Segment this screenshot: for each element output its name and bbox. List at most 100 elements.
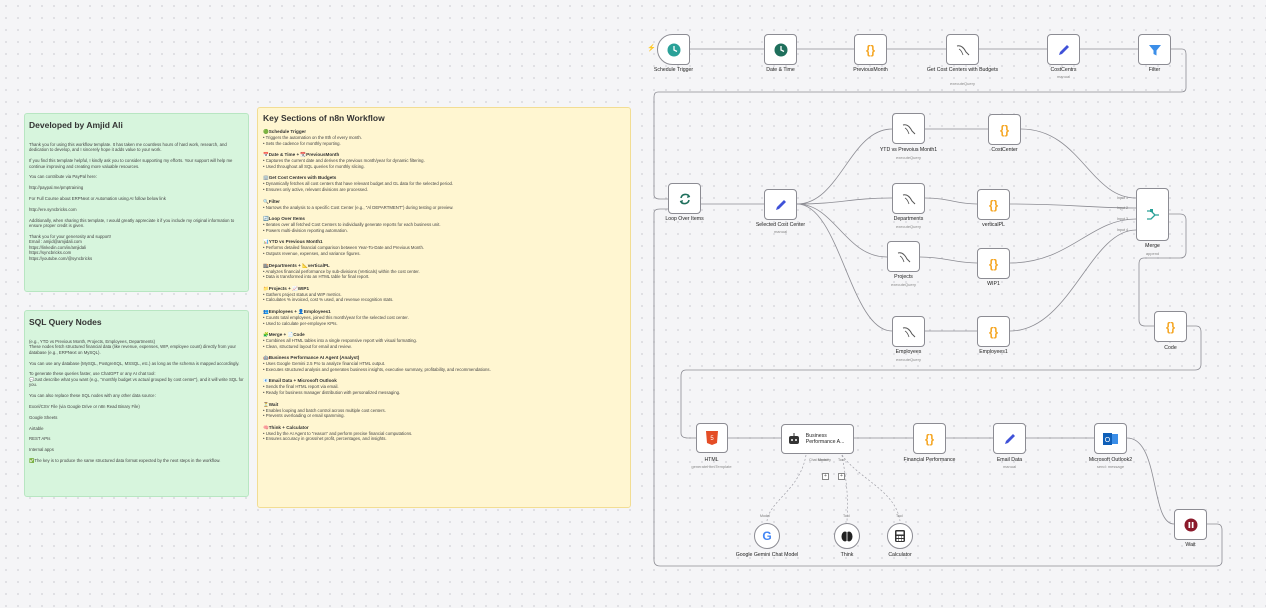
node-label: WIP1: [987, 281, 1000, 287]
key-section-line: Powers multi-division reporting automati…: [263, 228, 625, 234]
node-label: Projects: [894, 274, 913, 280]
node-costcenter[interactable]: {}: [988, 114, 1021, 145]
node-sub: executeQuery: [896, 357, 921, 362]
mysql-icon: [902, 326, 915, 337]
port-label: Tool: [838, 458, 845, 462]
key-section-title: 🧩Merge + 📄Code: [263, 332, 305, 338]
node-employees[interactable]: [892, 316, 925, 347]
sticky-note-sql[interactable]: SQL Query Nodes (e.g., YTD vs Previous M…: [24, 310, 249, 497]
key-section-line: Ensures only active, relevant divisions …: [263, 187, 625, 193]
node-html[interactable]: 5: [696, 423, 728, 453]
port-label: Input 4: [1117, 228, 1128, 232]
node-selected-cost-center[interactable]: [764, 189, 797, 220]
node-merge[interactable]: [1136, 188, 1169, 241]
brain-icon: [841, 531, 853, 541]
node-financial-performance[interactable]: {}: [913, 423, 946, 454]
node-date-time[interactable]: [764, 34, 797, 65]
node-label: Code: [1164, 345, 1177, 351]
node-think[interactable]: [834, 523, 860, 549]
node-departments[interactable]: [892, 183, 925, 214]
node-previous-month[interactable]: {}: [854, 34, 887, 65]
node-label: Schedule Trigger: [653, 67, 694, 73]
edge: [1009, 218, 1137, 264]
node-label: PreviousMonth: [853, 67, 888, 73]
key-section-line: Outputs revenue, expenses, and variance …: [263, 251, 625, 257]
sticky-note-key-sections[interactable]: Key Sections of n8n Workflow 🟢Schedule T…: [257, 107, 631, 508]
node-sub: executeQuery: [896, 155, 921, 160]
key-section-line: Used by the AI Agent to "reason" and per…: [263, 431, 625, 437]
node-code[interactable]: {}: [1154, 311, 1187, 342]
code-icon: {}: [1165, 319, 1176, 334]
node-label: Selected Cost Center: [755, 222, 806, 228]
edge: [1009, 203, 1137, 209]
node-label: verticalPL: [982, 222, 1005, 228]
edge: [924, 197, 978, 205]
port-label: Input 3: [1117, 217, 1128, 221]
key-section-line: Gathers project status and WIP metrics.: [263, 292, 625, 298]
mysql-icon: [897, 251, 910, 262]
port-label: Memory: [818, 458, 831, 462]
edge: [680, 325, 1202, 439]
node-ytd-vs-previous-month[interactable]: [892, 113, 925, 144]
key-sections-list: 🟢Schedule TriggerTriggers the automation…: [263, 129, 625, 442]
key-section-line: Clean, structured layout for email and r…: [263, 344, 625, 350]
note-body: Thank you for using this workflow templa…: [29, 142, 235, 261]
node-label: YTD vs Prevoius Month1: [879, 147, 938, 153]
edge: [653, 208, 1223, 567]
node-business-performance-agent[interactable]: Business Performance A...: [781, 424, 854, 454]
outlook-icon: O: [1102, 432, 1118, 445]
sticky-note-developer[interactable]: Developed by Amjid Ali Thank you for usi…: [24, 113, 249, 292]
node-wait[interactable]: [1174, 509, 1207, 540]
add-tool-button[interactable]: +: [838, 473, 845, 480]
pencil-icon: [1004, 433, 1015, 444]
note-body: (e.g., YTD vs Previous Month, Projects, …: [29, 339, 244, 463]
node-calculator[interactable]: [887, 523, 913, 549]
node-email-data[interactable]: [993, 423, 1026, 454]
loop-icon: [679, 193, 690, 204]
node-wip1[interactable]: {}: [977, 248, 1010, 279]
node-verticalpl[interactable]: {}: [977, 189, 1010, 220]
node-label: Get Cost Centers with Budgets: [926, 67, 999, 73]
node-label: Merge: [1145, 243, 1160, 249]
key-section-line: Used to calculate per-employee KPIs.: [263, 321, 625, 327]
node-employees1[interactable]: {}: [977, 316, 1010, 347]
port-label: Tool: [843, 514, 850, 518]
node-label: Employees: [895, 349, 922, 355]
svg-text:O: O: [1104, 437, 1110, 444]
ai-edge: [766, 454, 807, 522]
node-costcentrs[interactable]: [1047, 34, 1080, 65]
google-icon: G: [762, 529, 772, 543]
code-icon: {}: [999, 122, 1010, 137]
port-label: Chat Model*: [809, 458, 829, 462]
key-section-line: Sends the final HTML report via email.: [263, 384, 625, 390]
code-icon: {}: [865, 42, 876, 57]
node-label: Think: [840, 552, 854, 558]
edge: [796, 203, 888, 258]
key-section-title: 🧠Think + Calculator: [263, 424, 309, 430]
node-microsoft-outlook[interactable]: O: [1094, 423, 1127, 454]
filter-icon: [1148, 44, 1161, 55]
trigger-bolt-icon: ⚡: [647, 45, 656, 52]
key-section-title: 🏬Departments + 📐verticalPL: [263, 262, 330, 268]
code-icon: {}: [924, 431, 935, 446]
add-memory-button[interactable]: +: [822, 473, 829, 480]
mysql-icon: [902, 193, 915, 204]
edge: [1020, 128, 1137, 199]
key-section-title: 📊YTD vs Previous Month1: [263, 239, 323, 245]
key-section-line: Combines all HTML tables into a single r…: [263, 338, 625, 344]
node-label: Microsoft Outlook2: [1088, 457, 1133, 463]
node-label: Google Gemini Chat Model: [735, 552, 799, 558]
key-section-line: Narrows the analysis to a specific Cost …: [263, 205, 625, 211]
key-section-line: Captures the current date and derives th…: [263, 158, 625, 164]
robot-icon: [789, 433, 799, 444]
node-loop-over-items[interactable]: [668, 183, 701, 214]
node-filter[interactable]: [1138, 34, 1171, 65]
node-google-gemini[interactable]: G: [754, 523, 780, 549]
node-get-cost-centers[interactable]: [946, 34, 979, 65]
node-schedule-trigger[interactable]: [657, 34, 690, 65]
node-projects[interactable]: [887, 241, 920, 272]
key-section-line: Used throughout all SQL queries for mont…: [263, 164, 625, 170]
edge: [796, 128, 893, 205]
